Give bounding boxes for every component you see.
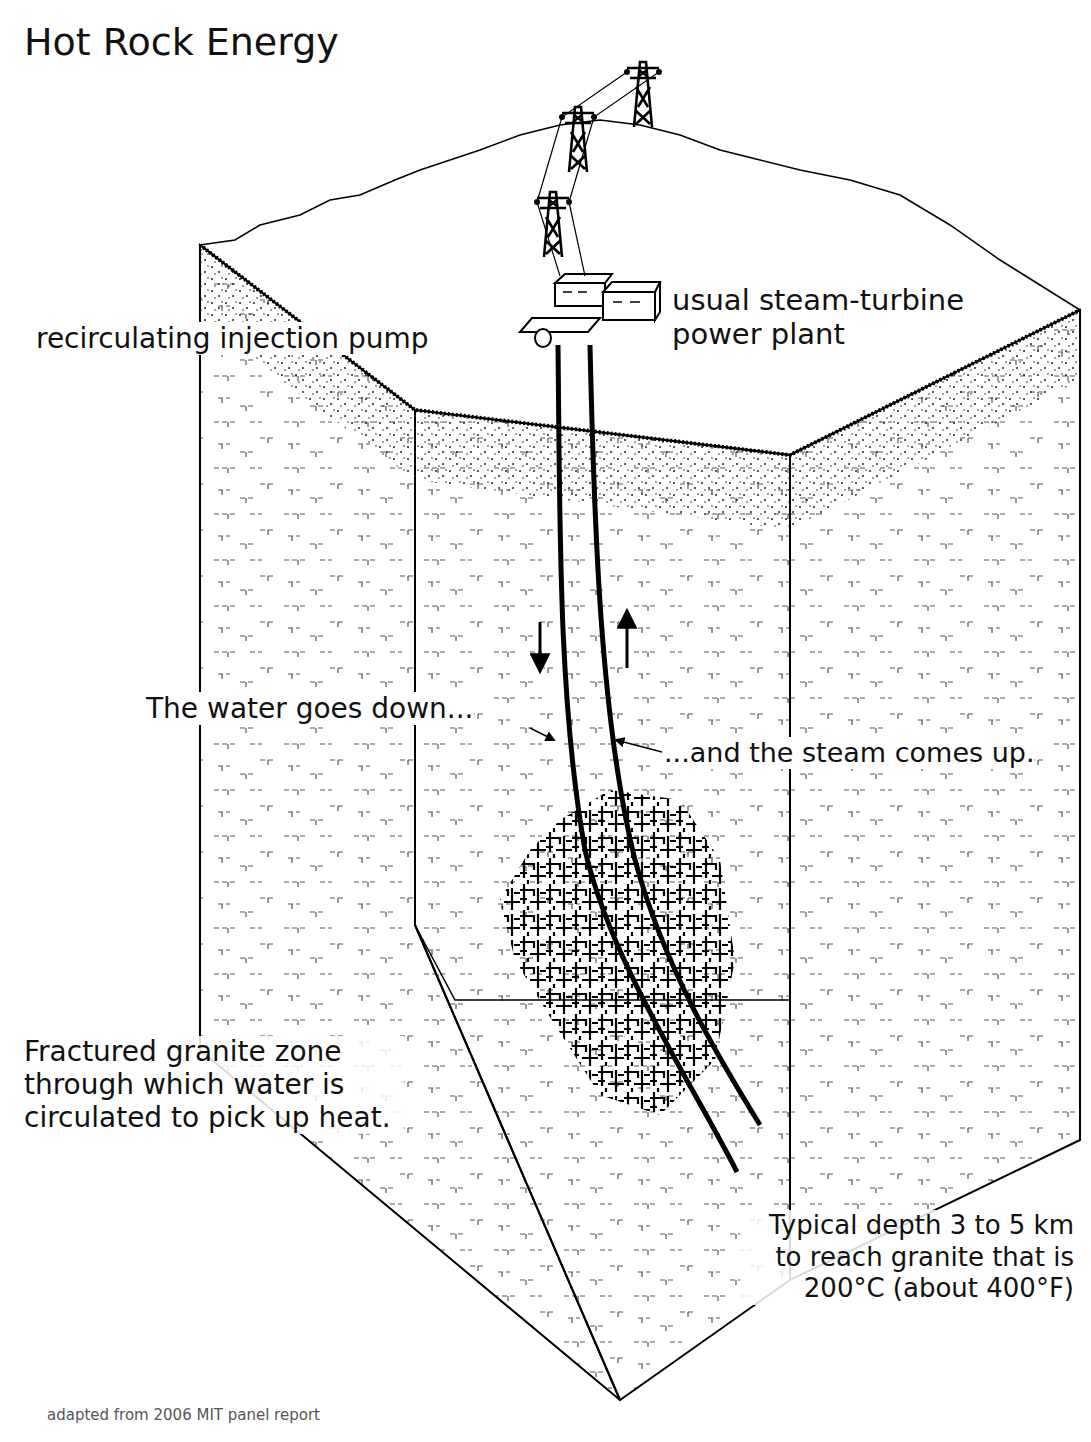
soil-band — [200, 245, 415, 480]
source-note: adapted from 2006 MIT panel report — [47, 1407, 320, 1425]
pump-label: recirculating injection pump — [36, 322, 428, 355]
plant-label: usual steam-turbine power plant — [672, 283, 1052, 351]
plant-windows — [563, 292, 640, 302]
pylon — [624, 62, 662, 127]
callout-label: ...and the steam comes up. — [664, 737, 1034, 769]
right-face — [790, 310, 1080, 1280]
fracture-zone — [500, 790, 735, 1115]
leader-arrow — [530, 728, 554, 740]
flow-arrow-up — [626, 612, 629, 668]
flow-arrow-down — [539, 622, 542, 670]
zone-note: Fractured granite zone through which wat… — [24, 1036, 404, 1134]
callout-label: The water goes down... — [146, 692, 474, 725]
depth-note: Typical depth 3 to 5 km to reach granite… — [740, 1210, 1074, 1305]
injection-pump — [535, 329, 551, 347]
pylon — [534, 192, 572, 257]
plant-hall — [603, 282, 660, 320]
diagram-title: Hot Rock Energy — [24, 20, 339, 65]
power-line — [537, 72, 659, 276]
well-pad — [520, 318, 600, 332]
leader-arrow — [616, 740, 662, 752]
pylon — [559, 107, 597, 172]
soil-band — [415, 410, 790, 530]
production-well — [590, 345, 760, 1125]
